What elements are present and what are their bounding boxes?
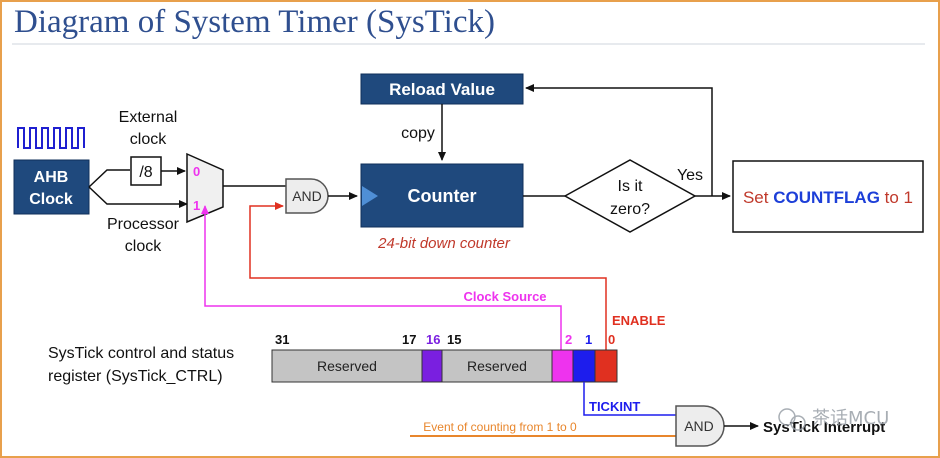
and-gate-counter [285, 178, 329, 214]
bit-16: 16 [426, 332, 440, 347]
reserved-field-low [441, 349, 553, 383]
clock-mux [186, 152, 224, 224]
divider-label: /8 [139, 164, 152, 181]
ahb-clock-line2: Clock [29, 191, 73, 208]
bit-0-enable-cell [594, 349, 618, 383]
and-gate-interrupt-label: AND [684, 418, 714, 434]
watermark: 茶话MCU [778, 408, 889, 431]
event-label: Event of counting from 1 to 0 [423, 420, 577, 434]
bit-15: 15 [447, 332, 461, 347]
reserved-field-high [271, 349, 423, 383]
systick-interrupt-label: SysTick Interrupt [763, 419, 885, 436]
reserved-low-label: Reserved [467, 358, 527, 374]
countflag-name: COUNTFLAG [773, 188, 880, 207]
reload-value-box [360, 73, 524, 105]
wire-tickint [583, 382, 676, 416]
bit-17: 17 [402, 332, 416, 347]
bit-2-clksource-cell [551, 349, 574, 383]
is-zero-decision [563, 159, 697, 233]
set-countflag-prefix: Set [743, 188, 773, 207]
wire-enable [249, 202, 607, 350]
decision-line1: Is it [618, 178, 643, 195]
ahb-clock-line1: AHB [34, 169, 69, 186]
and-gate-counter-label: AND [292, 188, 322, 204]
reload-value-label: Reload Value [389, 80, 495, 99]
processor-clock-line2: clock [125, 238, 162, 255]
register-label-line1: SysTick control and status [48, 345, 234, 362]
external-clock-line1: External [119, 109, 178, 126]
register-label-line2: register (SysTick_CTRL) [48, 368, 223, 385]
decision-line2: zero? [610, 201, 650, 218]
wire-clock-source [201, 205, 562, 350]
watermark-text: 茶话MCU [812, 408, 889, 429]
counter-caption: 24-bit down counter [377, 235, 511, 252]
set-countflag-suffix: to 1 [880, 188, 913, 207]
page-title: Diagram of System Timer (SysTick) [14, 4, 495, 40]
wire-ahb-to-divider [88, 169, 130, 188]
clock-input-icon [362, 186, 378, 206]
bit-0: 0 [608, 332, 615, 347]
tickint-label: TICKINT [589, 399, 640, 414]
bit-31: 31 [275, 332, 289, 347]
yes-label: Yes [677, 167, 703, 184]
counter-box [360, 163, 524, 228]
bit-1-tickint-cell [572, 349, 596, 383]
reserved-high-label: Reserved [317, 358, 377, 374]
enable-label: ENABLE [612, 313, 666, 328]
clock-source-label: Clock Source [463, 289, 546, 304]
mux-input-0: 0 [193, 164, 200, 179]
counter-label: Counter [408, 186, 477, 206]
external-clock-line2: clock [130, 131, 167, 148]
processor-clock-line1: Processor [107, 216, 180, 233]
set-countflag-text: Set COUNTFLAG to 1 [743, 188, 913, 207]
ahb-clock-box [13, 159, 90, 215]
mux-input-1: 1 [193, 198, 200, 213]
clock-waveform-icon [17, 127, 85, 149]
wire-reload-feedback [525, 84, 713, 196]
set-countflag-box [732, 160, 924, 233]
bit-2: 2 [565, 332, 572, 347]
and-gate-interrupt [675, 405, 725, 447]
copy-label: copy [401, 125, 435, 142]
wire-ahb-to-mux1 [88, 186, 188, 208]
bit-16-countflag-cell [421, 349, 443, 383]
bit-1: 1 [585, 332, 592, 347]
